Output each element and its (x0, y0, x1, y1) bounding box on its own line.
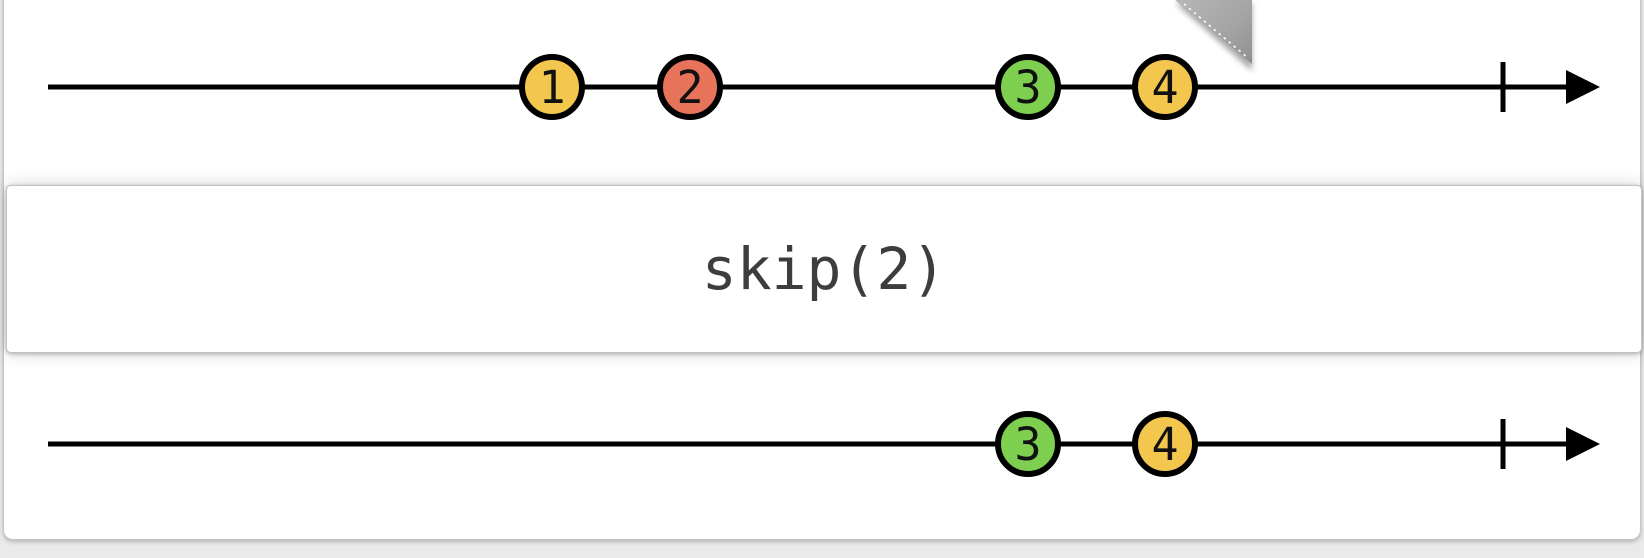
marble-circle[interactable] (519, 54, 585, 120)
marble-label: 3 (1014, 61, 1041, 114)
page-curl-icon (1175, 0, 1252, 71)
marble-label: 2 (676, 61, 703, 114)
marble-circle (1132, 411, 1198, 477)
marble-circle[interactable] (995, 54, 1061, 120)
marble-4: 4 (1132, 411, 1198, 477)
marble-label: 4 (1151, 418, 1178, 471)
marble-4[interactable]: 4 (1132, 54, 1198, 120)
marble-label: 4 (1151, 61, 1178, 114)
timeline-arrowhead-icon (1566, 70, 1600, 104)
marble-label: 3 (1014, 418, 1041, 471)
operator-label: skip(2) (701, 235, 947, 303)
marble-2[interactable]: 2 (657, 54, 723, 120)
marble-1[interactable]: 1 (519, 54, 585, 120)
operator-box: skip(2) (6, 185, 1642, 353)
marble-circle (995, 411, 1061, 477)
timeline-arrowhead-icon (1566, 427, 1600, 461)
marble-circle[interactable] (1132, 54, 1198, 120)
marble-3: 3 (995, 411, 1061, 477)
marble-circle[interactable] (657, 54, 723, 120)
marble-3[interactable]: 3 (995, 54, 1061, 120)
marble-label: 1 (538, 61, 565, 114)
input-observable-timeline: 1 2 3 4 (48, 54, 1600, 120)
